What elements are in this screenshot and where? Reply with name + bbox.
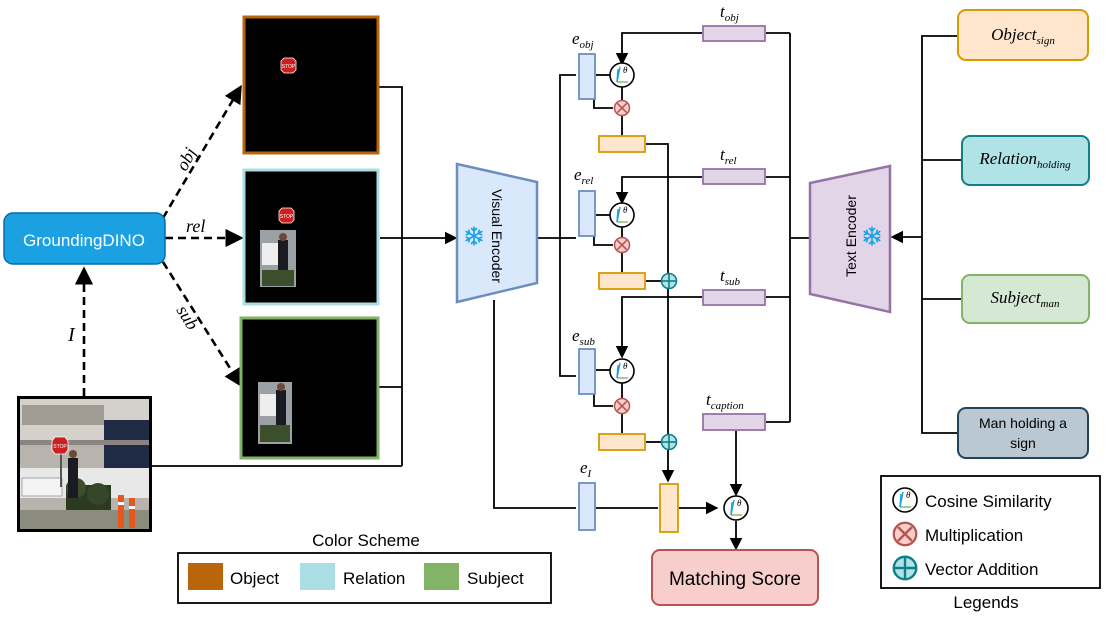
t-caption-label: tcaption [706,390,744,412]
caption-input-line1: Man holding a [979,415,1067,431]
t-rel-label: trel [720,145,737,167]
subject-swatch-label: Subject [467,569,524,588]
t-caption-vector [702,413,766,431]
visual-encoder-label: Visual Encoder [489,189,505,283]
cosine-similarity-icon [609,202,635,228]
input-photo: STOP [17,396,152,532]
cosine-theta: θ [623,205,628,215]
subject-crop [239,316,380,460]
e-sub-vector [578,348,596,395]
relation-swatch [300,563,335,590]
vector-addition-icon [660,433,678,451]
e-sub-label: esub [572,326,595,348]
e-obj-label: eobj [572,29,594,51]
cosine-legend-label: Cosine Similarity [925,492,1052,511]
visual-encoder: Visual Encoder [455,162,539,304]
object-input-label: Objectsign [991,25,1055,47]
object-crop: STOP [242,15,380,155]
color-scheme-legend: Color Scheme Object Relation Subject [177,531,552,604]
t-sub-vector [702,289,766,306]
operator-legend: θ Cosine Similarity Multiplication Vecto… [880,475,1101,612]
caption-text-input: Man holding a sign [957,407,1089,459]
t-obj-label: tobj [720,2,739,24]
visual-embeddings [578,53,596,531]
object-crop-stop-text: STOP [282,64,296,70]
matching-score-label: Matching Score [669,569,801,590]
weighted-obj-vector [598,135,646,153]
multiplication-icon [613,99,631,117]
text-encoder-label: Text Encoder [843,195,859,277]
relation-text-input: Relationholding [961,135,1090,186]
obj-edge-label: obj [172,144,200,174]
photo-stop-sign-text: STOP [53,444,67,450]
subject-swatch [424,563,459,590]
vector-addition-icon [892,555,918,581]
object-swatch-label: Object [230,569,279,588]
weighted-sub-vector [598,433,646,451]
cosine-similarity-icon [609,358,635,384]
t-rel-vector [702,168,766,185]
cosine-similarity-icon [723,495,749,521]
operators: θ θ θ θ [609,62,749,521]
cosine-theta: θ [737,498,742,508]
subject-input-label: Subjectman [991,288,1060,310]
cosine-similarity-icon [892,487,918,513]
legends-title: Legends [953,593,1018,612]
grounding-dino-box: GroundingDINO [3,212,166,265]
caption-input-line2: sign [1010,435,1036,451]
t-obj-vector [702,25,766,42]
e-i-label: eI [580,458,593,480]
matching-score-box: Matching Score [651,549,819,606]
grounding-dino-label: GroundingDINO [23,231,145,250]
weighted-vectors [598,135,679,533]
addition-legend-label: Vector Addition [925,560,1038,579]
relation-crop: STOP [242,168,380,306]
text-embeddings [702,25,766,431]
multiplication-icon [613,236,631,254]
cosine-theta: θ [623,65,628,75]
relation-crop-stop-text: STOP [280,214,294,220]
e-rel-label: erel [574,165,593,187]
text-encoder: Text Encoder [808,164,892,314]
vector-addition-icon [660,272,678,290]
multiplication-legend-label: Multiplication [925,526,1023,545]
e-obj-vector [578,53,596,100]
sub-edge-label: sub [173,302,203,334]
object-swatch [188,563,223,590]
subject-text-input: Subjectman [961,274,1090,324]
t-sub-label: tsub [720,266,741,288]
e-i-vector [578,482,596,531]
cosine-theta: θ [623,361,628,371]
color-scheme-title: Color Scheme [312,531,420,550]
weighted-rel-vector [598,272,646,290]
rel-edge-label: rel [186,216,205,236]
fused-vector [659,483,679,533]
image-edge-label: I [67,324,76,346]
object-text-input: Objectsign [957,9,1089,61]
cosine-theta: θ [906,490,911,500]
multiplication-icon [613,397,631,415]
multiplication-icon [892,521,918,547]
relation-swatch-label: Relation [343,569,405,588]
cosine-similarity-icon [609,62,635,88]
e-rel-vector [578,190,596,237]
relation-input-label: Relationholding [978,149,1071,171]
